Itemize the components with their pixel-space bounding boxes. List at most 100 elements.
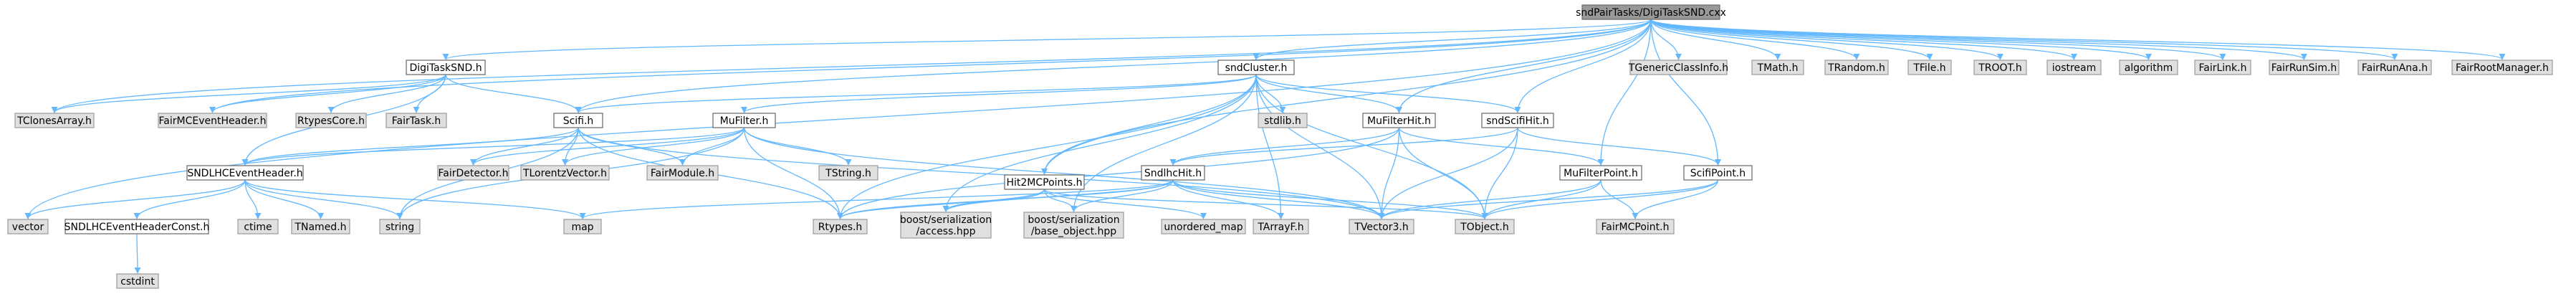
edge-root-to-scifipoint_h [1650, 19, 1722, 166]
node-layer: sndPairTasks/DigiTaskSND.cxxDigiTaskSND.… [7, 4, 2553, 289]
node-box [1004, 174, 1085, 190]
node-box [1907, 60, 1952, 75]
node-label: FairMCEventHeader.h [159, 115, 267, 127]
node-ctime: ctime [237, 219, 279, 234]
edge-scifipoint_h-to-tvector3 [1378, 179, 1719, 219]
edge-sndcluster_h-to-sndscifihit_h [1255, 74, 1521, 113]
edge-scifi_h-to-fairdetector [469, 127, 579, 166]
node-label: FairLink.h [2199, 62, 2247, 74]
node-box [1258, 113, 1308, 128]
edge-sndcluster_h-to-hit2mcpoints_h [1040, 74, 1257, 175]
node-tgenericclassinfo: TGenericClassInfo.h [1628, 60, 1728, 75]
node-label: FairDetector.h [438, 168, 508, 179]
edge-digitasksnd_h-to-fairmceventheader [209, 74, 446, 113]
node-label: boost/serialization [900, 214, 992, 226]
node-label: cstdint [120, 276, 155, 288]
node-label: FairModule.h [651, 168, 714, 179]
edge-mufilterhit_h-to-mufilterpoint_h [1398, 127, 1604, 166]
node-label: RtypesCore.h [297, 115, 365, 127]
node-label: TROOT.h [1978, 62, 2022, 74]
node-label: TObject.h [1460, 222, 1508, 233]
node-string: string [379, 219, 421, 234]
node-label: MuFilterPoint.h [1564, 168, 1638, 179]
edge-root-to-scifi_h [575, 19, 1652, 113]
edge-root-to-tgenericclassinfo [1650, 19, 1682, 60]
node-iostream: iostream [2046, 60, 2102, 75]
node-label: /access.hpp [916, 226, 976, 237]
node-box [520, 165, 610, 181]
node-digitasksnd_h[interactable]: DigiTaskSND.h [406, 60, 486, 75]
node-box [2269, 60, 2340, 75]
edge-mufilterpoint_h-to-tvector3 [1378, 179, 1601, 219]
node-sndlhceventheader_h[interactable]: SNDLHCEventHeader.h [186, 165, 304, 181]
node-label: TGenericClassInfo.h [1628, 62, 1728, 74]
node-box [712, 113, 776, 128]
node-boost_access: boost/serialization/access.hpp [900, 212, 992, 239]
node-sndscifihit_h[interactable]: sndScifiHit.h [1481, 113, 1554, 128]
node-root[interactable]: sndPairTasks/DigiTaskSND.cxx [1576, 4, 1726, 20]
edge-hit2mcpoints_h-to-tobject [1043, 189, 1488, 219]
node-box [1141, 165, 1205, 181]
node-mufilterpoint_h[interactable]: MuFilterPoint.h [1559, 165, 1642, 181]
node-box [1481, 113, 1554, 128]
edge-mufilter_h-to-tvector3 [743, 127, 1385, 219]
node-label: /base_object.hpp [1031, 226, 1116, 237]
node-box [64, 219, 209, 234]
node-scifipoint_h[interactable]: ScifiPoint.h [1683, 165, 1753, 181]
node-box [1023, 212, 1124, 239]
node-box [116, 273, 159, 289]
edge-sndcluster_h-to-tvector3 [1255, 74, 1385, 219]
node-label: FairTask.h [392, 115, 441, 127]
node-box [2451, 60, 2553, 75]
edge-root-to-fairmceventheader [209, 19, 1652, 113]
edge-sndlhchit_h-to-tarrayf [1172, 179, 1285, 219]
node-box [1629, 60, 1728, 75]
node-label: Hit2MCPoints.h [1006, 177, 1082, 189]
node-box [1161, 219, 1246, 234]
node-label: FairRunAna.h [2362, 62, 2428, 74]
edge-mufilterhit_h-to-tvector3 [1378, 127, 1400, 219]
node-fairmceventheader: FairMCEventHeader.h [158, 113, 267, 128]
node-mufilterhit_h[interactable]: MuFilterHit.h [1362, 113, 1436, 128]
node-box [14, 113, 95, 128]
node-hit2mcpoints_h[interactable]: Hit2MCPoints.h [1004, 174, 1085, 190]
node-box [237, 219, 279, 234]
node-label: sndPairTasks/DigiTaskSND.cxx [1576, 7, 1726, 19]
edge-layer [24, 19, 2506, 274]
node-mufilter_h[interactable]: MuFilter.h [712, 113, 776, 128]
edge-sndcluster_h-to-rtypes [836, 74, 1257, 219]
node-label: MuFilter.h [720, 115, 769, 127]
node-box [2046, 60, 2102, 75]
node-sndcluster_h[interactable]: sndCluster.h [1217, 60, 1295, 75]
node-tlorentzvector: TLorentzVector.h [520, 165, 610, 181]
edge-scifi_h-to-sndlhceventheader_h [241, 127, 579, 166]
edge-sndlhceventheaderconst_h-to-cstdint [134, 233, 141, 274]
node-sndlhchit_h[interactable]: SndlhcHit.h [1141, 165, 1205, 181]
node-box [7, 219, 49, 234]
node-scifi_h[interactable]: Scifi.h [553, 113, 603, 128]
node-tnamed: TNamed.h [291, 219, 350, 234]
node-sndlhceventheaderconst_h[interactable]: SNDLHCEventHeaderConst.h [64, 219, 210, 234]
edge-sndlhchit_h-to-boost_base [1071, 179, 1174, 212]
node-label: string [386, 222, 414, 233]
edge-sndlhchit_h-to-tvector3 [1172, 179, 1385, 219]
edge-hit2mcpoints_h-to-unordered_map [1043, 189, 1207, 219]
edge-sndscifihit_h-to-scifipoint_h [1517, 127, 1721, 166]
edge-root-to-fairrunana [1650, 19, 2398, 60]
edge-sndlhceventheader_h-to-vector [24, 179, 246, 219]
node-tarrayf: TArrayF.h [1253, 219, 1309, 234]
node-label: FairRootManager.h [2456, 62, 2549, 74]
node-box [379, 219, 421, 234]
edge-mufilterhit_h-to-sndlhchit_h [1169, 127, 1400, 166]
edge-root-to-mufilterpoint_h [1597, 19, 1652, 166]
node-label: TMath.h [1757, 62, 1799, 74]
edge-hit2mcpoints_h-to-boost_access [942, 189, 1045, 212]
edge-scifipoint_h-to-tobject [1481, 179, 1719, 219]
node-box [295, 113, 367, 128]
node-box [1973, 60, 2027, 75]
edge-mufilter_h-to-tlorentzvector [562, 127, 745, 166]
node-box [437, 165, 509, 181]
node-tfile: TFile.h [1907, 60, 1952, 75]
edge-root-to-trandom [1650, 19, 1860, 60]
